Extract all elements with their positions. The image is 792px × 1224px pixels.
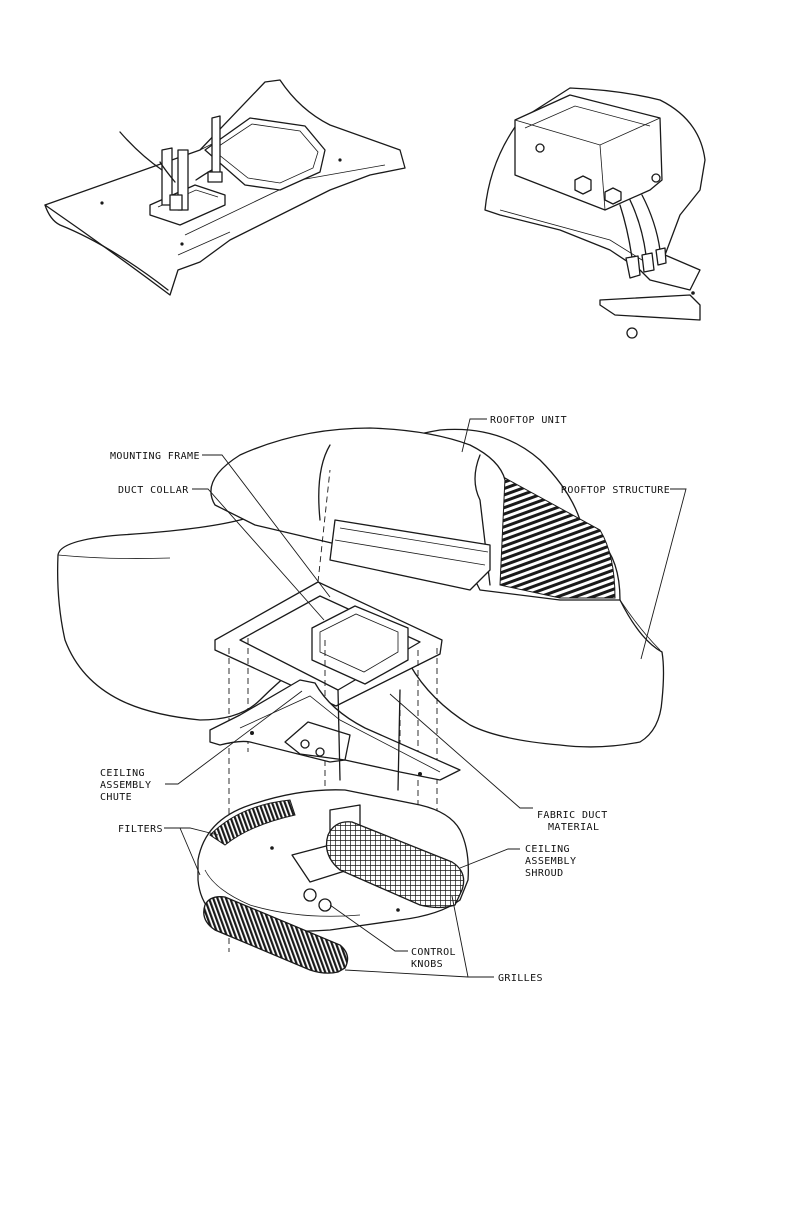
main-exploded-view — [58, 428, 664, 973]
label-ceiling-assembly-chute-line3: CHUTE — [100, 792, 132, 803]
top-right-detail — [485, 88, 705, 338]
label-fabric-duct-line1: FABRIC DUCT — [537, 810, 608, 821]
label-rooftop-unit: ROOFTOP UNIT — [490, 415, 567, 426]
label-mounting-frame: MOUNTING FRAME — [110, 451, 200, 462]
label-ceiling-assembly-shroud-line2: ASSEMBLY — [525, 856, 576, 867]
label-grilles: GRILLES — [498, 973, 543, 984]
label-ceiling-assembly-chute-line1: CEILING — [100, 768, 145, 779]
label-ceiling-assembly-shroud-line3: SHROUD — [525, 868, 564, 879]
label-control-knobs-line2: KNOBS — [411, 959, 443, 970]
label-duct-collar: DUCT COLLAR — [118, 485, 189, 496]
label-control-knobs-line1: CONTROL — [411, 947, 456, 958]
top-left-detail — [45, 80, 405, 295]
label-filters: FILTERS — [118, 824, 163, 835]
label-ceiling-assembly-chute-line2: ASSEMBLY — [100, 780, 151, 791]
label-fabric-duct-line2: MATERIAL — [548, 822, 599, 833]
label-ceiling-assembly-shroud-line1: CEILING — [525, 844, 570, 855]
label-rooftop-structure: ROOFTOP STRUCTURE — [561, 485, 670, 496]
